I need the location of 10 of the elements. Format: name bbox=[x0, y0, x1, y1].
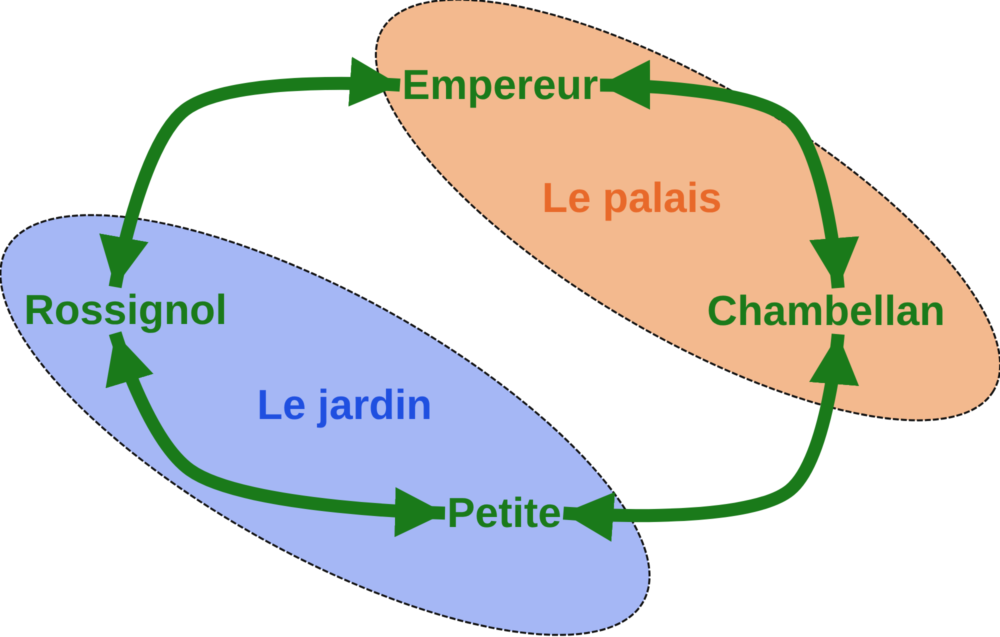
double-arrow bbox=[562, 334, 859, 542]
double-arrow bbox=[600, 60, 859, 289]
node-label: Rossignol bbox=[22, 287, 230, 334]
node-label: Empereur bbox=[400, 62, 600, 108]
double-arrow bbox=[106, 331, 446, 537]
node-label: Chambellan bbox=[705, 288, 948, 334]
double-arrow bbox=[100, 57, 400, 288]
region-label: Le jardin bbox=[256, 382, 434, 428]
node-label: Petite bbox=[445, 490, 564, 536]
region-label: Le palais bbox=[541, 175, 723, 222]
